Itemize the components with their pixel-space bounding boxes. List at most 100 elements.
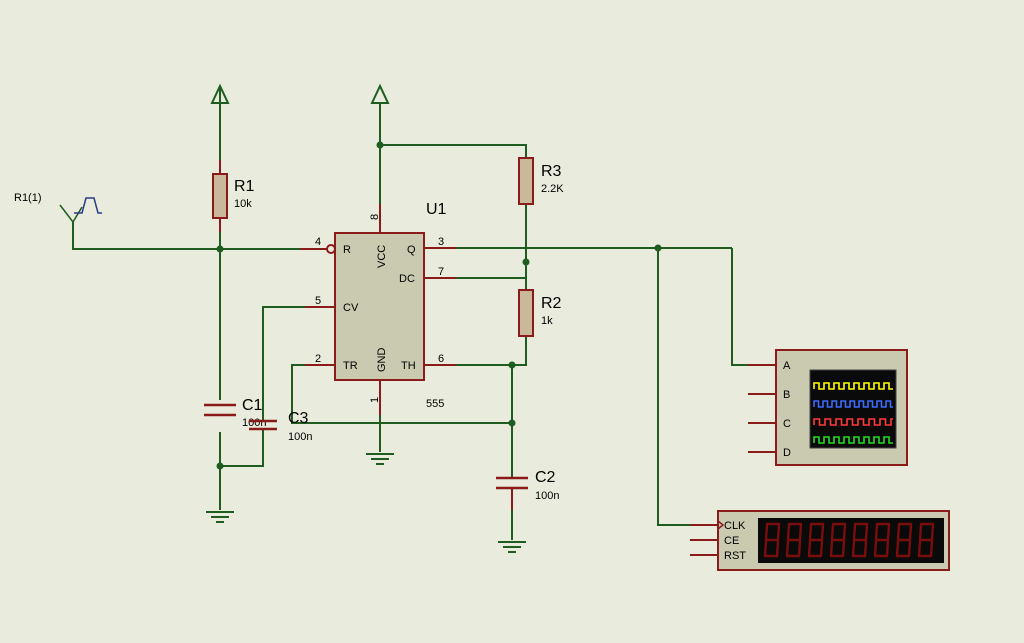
- power-arrow-icon: [210, 83, 230, 104]
- pin-label-q: Q: [407, 244, 416, 256]
- digit-segment: [797, 539, 802, 558]
- junction-dot: [216, 462, 224, 470]
- pin-number-th: 6: [438, 353, 444, 365]
- counter-timer-instrument[interactable]: CLK CE RST: [690, 510, 950, 571]
- r1-value: 10k: [234, 198, 252, 210]
- digit-segment: [807, 539, 812, 558]
- pin-label-dc: DC: [399, 273, 415, 285]
- seven-segment-digit: [785, 522, 803, 558]
- digit-segment: [819, 539, 824, 558]
- counter-digits: [763, 522, 935, 558]
- pin-label-cv: CV: [343, 302, 359, 314]
- wire-r3-power[interactable]: [380, 144, 527, 158]
- digit-segment: [829, 539, 834, 558]
- scope-trace: [813, 436, 893, 444]
- c2-ref: C2: [535, 469, 556, 486]
- pin-number-cv: 5: [315, 295, 321, 307]
- ic-u1-555[interactable]: R CV TR Q DC TH VCC GND 4 5 2 3 7 6 8 1 …: [300, 201, 456, 415]
- wire-c3-bottom[interactable]: [220, 428, 264, 467]
- oscilloscope-instrument[interactable]: A B C D: [748, 349, 908, 466]
- wire-scope-a[interactable]: [731, 248, 748, 366]
- c3-value: 100n: [288, 431, 312, 443]
- power-terminal-r1[interactable]: [210, 83, 230, 104]
- resistor-r3[interactable]: R3 2.2K: [518, 157, 564, 205]
- resistor-r2[interactable]: R2 1k: [518, 289, 562, 337]
- u1-ref: U1: [426, 201, 447, 218]
- wire-c3-cv[interactable]: [262, 306, 318, 420]
- seven-segment-digit: [763, 522, 781, 558]
- power-terminal-vcc[interactable]: [370, 83, 390, 104]
- digit-segment: [895, 539, 900, 558]
- inverted-pin-bubble-icon: [326, 244, 336, 254]
- seven-segment-digit: [917, 522, 935, 558]
- u1-part: 555: [426, 398, 444, 410]
- seven-segment-digit: [895, 522, 913, 558]
- junction-dot: [508, 361, 516, 369]
- generator-label: R1(1): [14, 192, 42, 204]
- c1-value: 100n: [242, 417, 266, 429]
- digit-segment: [863, 539, 868, 558]
- junction-dot: [508, 419, 516, 427]
- digit-segment: [764, 523, 769, 541]
- digit-segment: [864, 523, 869, 541]
- pin-number-tr: 2: [315, 353, 321, 365]
- pulse-waveform-icon: [74, 197, 102, 214]
- r1-ref: R1: [234, 178, 255, 195]
- capacitor-c1[interactable]: C1 100n: [204, 397, 266, 429]
- digit-segment: [886, 523, 891, 541]
- digit-segment: [852, 523, 857, 541]
- digit-segment: [775, 539, 780, 558]
- seven-segment-digit: [851, 522, 869, 558]
- capacitor-c3[interactable]: C3 100n: [249, 410, 312, 443]
- pulse-generator[interactable]: R1(1): [14, 192, 102, 224]
- wire-reset-net[interactable]: [72, 222, 330, 250]
- r3-ref: R3: [541, 163, 562, 180]
- scope-traces: [813, 382, 893, 444]
- seven-segment-digit: [873, 522, 891, 558]
- wire-counter-clk[interactable]: [657, 248, 690, 526]
- digit-segment: [842, 523, 847, 541]
- r2-value: 1k: [541, 315, 553, 327]
- junctions: [216, 141, 662, 470]
- pin-label-th: TH: [401, 360, 416, 372]
- seven-segment-digit: [829, 522, 847, 558]
- scope-screen: [809, 369, 897, 449]
- scope-trace: [813, 418, 893, 426]
- digit-segment: [896, 523, 901, 541]
- digit-segment: [785, 539, 790, 558]
- ground-terminal-c2[interactable]: [498, 541, 526, 553]
- scope-trace: [813, 400, 893, 408]
- resistor-body: [518, 289, 534, 337]
- digit-segment: [798, 523, 803, 541]
- digit-segment: [786, 523, 791, 541]
- digit-segment: [874, 523, 879, 541]
- scope-channel-label: C: [783, 418, 791, 430]
- junction-dot: [376, 141, 384, 149]
- pin-number-vcc: 8: [369, 214, 381, 220]
- ground-terminal-c1[interactable]: [206, 511, 234, 523]
- resistor-r1[interactable]: R1 10k: [212, 160, 255, 232]
- resistor-body: [518, 157, 534, 205]
- power-arrow-icon: [370, 83, 390, 104]
- pin-label-gnd: GND: [376, 348, 388, 373]
- digit-segment: [841, 539, 846, 558]
- pin-number-q: 3: [438, 236, 444, 248]
- capacitor-c2[interactable]: C2 100n: [496, 469, 559, 510]
- scope-channel-label: B: [783, 389, 790, 401]
- digit-segment: [873, 539, 878, 558]
- ground-terminal-u1[interactable]: [366, 453, 394, 465]
- pin-label-tr: TR: [343, 360, 358, 372]
- pin-number-r: 4: [315, 236, 321, 248]
- counter-input-label: CE: [724, 535, 739, 547]
- digit-segment: [929, 539, 934, 558]
- clock-input-triangle-icon: [717, 520, 725, 530]
- pin-label-r: R: [343, 244, 351, 256]
- digit-segment: [820, 523, 825, 541]
- digit-segment: [808, 523, 813, 541]
- resistor-body: [212, 173, 228, 219]
- counter-input-label: CLK: [724, 520, 746, 532]
- digit-segment: [776, 523, 781, 541]
- junction-dot: [522, 258, 530, 266]
- digit-segment: [908, 523, 913, 541]
- digit-segment: [851, 539, 856, 558]
